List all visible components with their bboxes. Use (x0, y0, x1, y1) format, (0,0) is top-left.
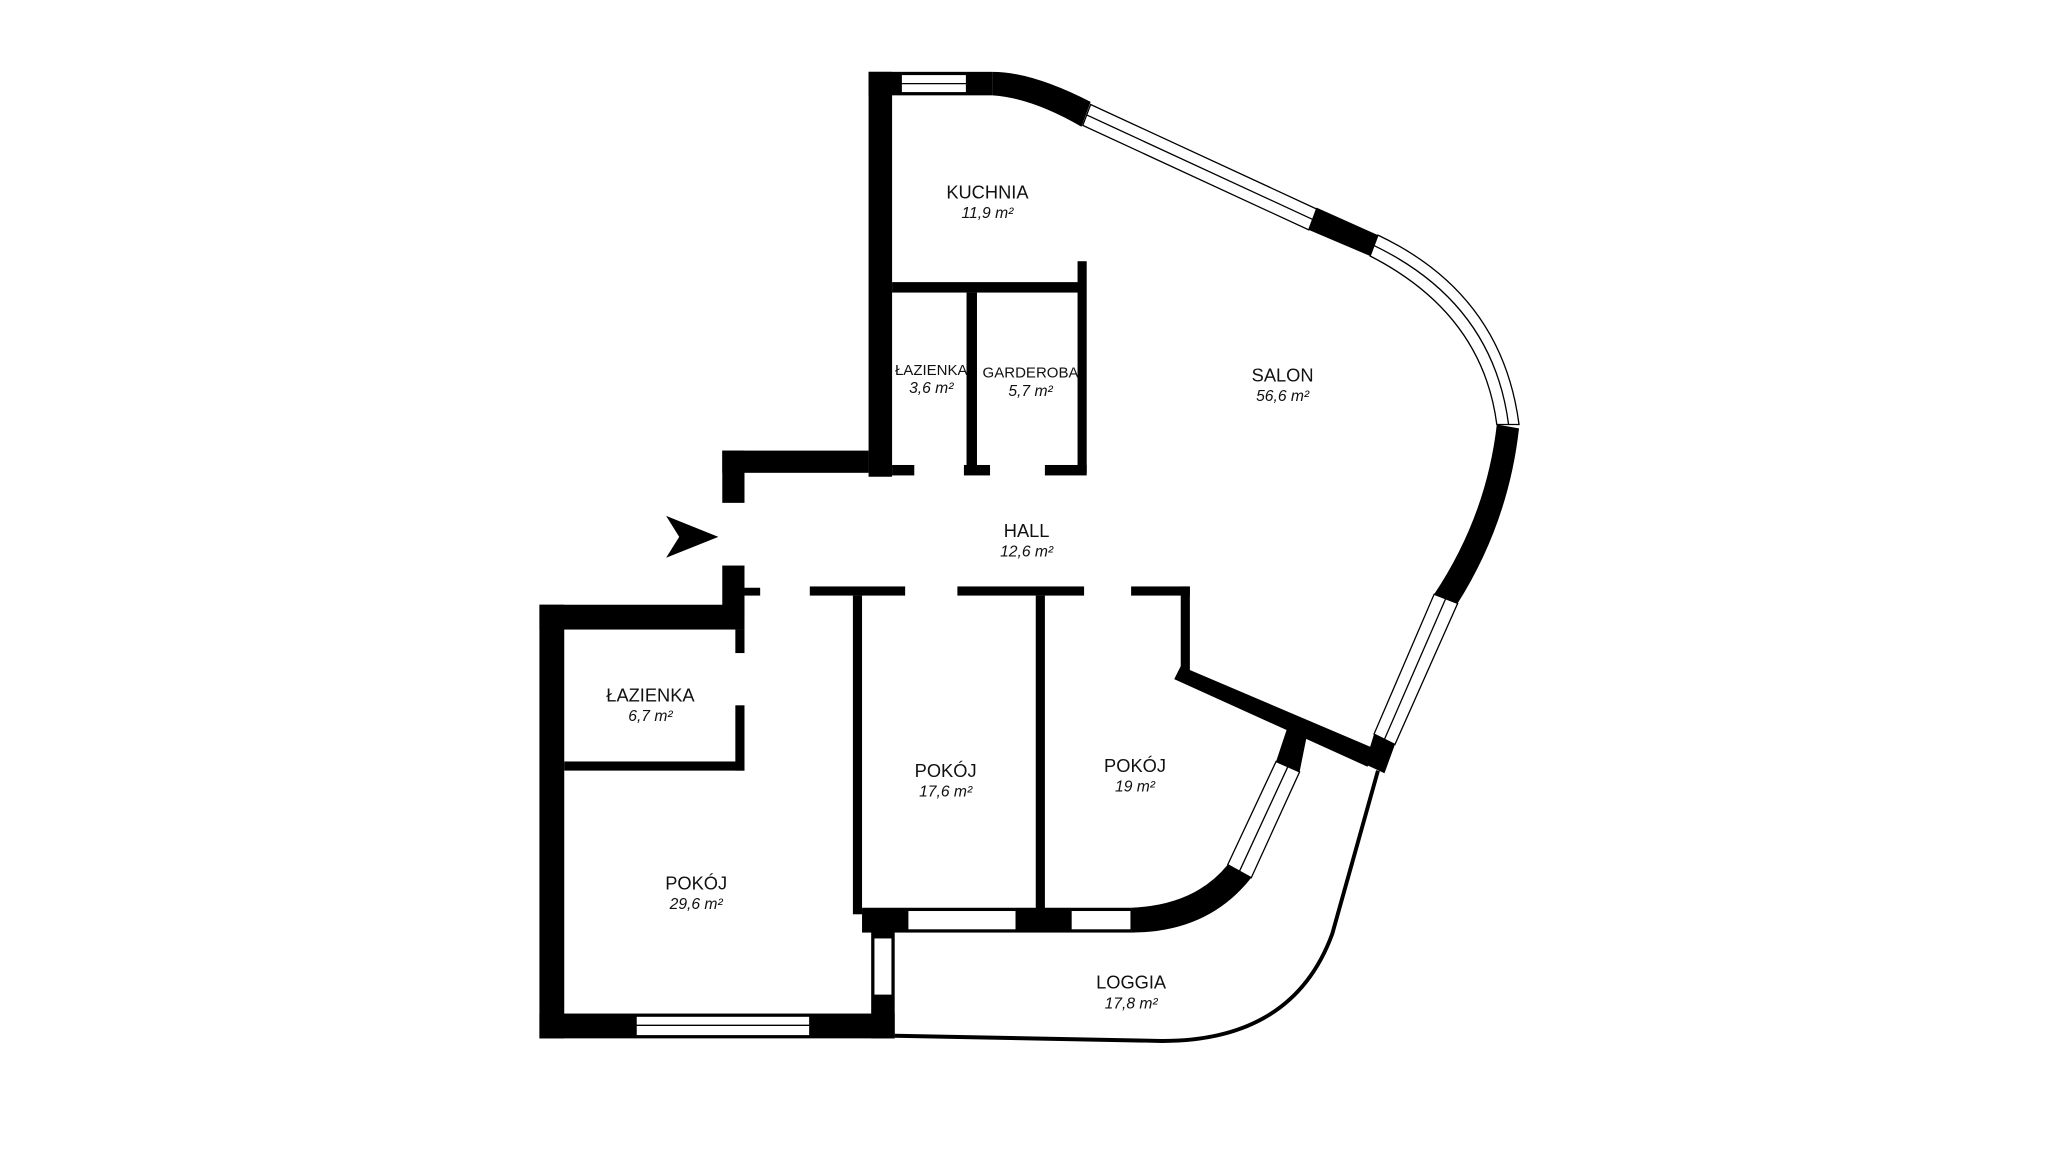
room-area: 19 m² (1115, 779, 1156, 796)
room-name: ŁAZIENKA (606, 684, 695, 705)
room-area: 17,8 m² (1105, 995, 1159, 1012)
room-name: GARDEROBA (983, 364, 1079, 381)
room-salon: SALON 56,6 m² (1252, 364, 1314, 405)
room-pokoj-2: POKÓJ 19 m² (1104, 755, 1166, 796)
room-garderoba: GARDEROBA 5,7 m² (983, 364, 1079, 399)
room-name: POKÓJ (665, 872, 727, 893)
window (873, 937, 893, 996)
room-kuchnia: KUCHNIA 11,9 m² (946, 182, 1029, 223)
room-name: POKÓJ (915, 760, 977, 781)
window (1373, 593, 1459, 746)
room-area: 5,7 m² (1008, 383, 1053, 400)
walls (539, 71, 1520, 1043)
room-area: 12,6 m² (1000, 543, 1054, 560)
room-name: LOGGIA (1096, 972, 1167, 993)
room-name: POKÓJ (1104, 755, 1166, 776)
room-lazienka: ŁAZIENKA 6,7 m² (606, 684, 695, 725)
window (907, 909, 1017, 931)
room-area: 56,6 m² (1256, 388, 1310, 405)
entrance-arrow-icon (666, 515, 719, 558)
room-area: 3,6 m² (909, 380, 954, 397)
room-loggia: LOGGIA 17,8 m² (1096, 972, 1167, 1013)
room-area: 29,6 m² (669, 896, 724, 913)
room-area: 6,7 m² (628, 708, 673, 725)
window (1369, 234, 1520, 426)
room-hall: HALL 12,6 m² (1000, 520, 1054, 561)
room-pokoj-3: POKÓJ 29,6 m² (665, 872, 727, 913)
window (635, 1015, 811, 1037)
room-lazienka-small: ŁAZIENKA 3,6 m² (895, 362, 968, 397)
room-name: ŁAZIENKA (895, 362, 968, 379)
room-name: KUCHNIA (946, 182, 1029, 203)
room-area: 11,9 m² (961, 205, 1014, 222)
room-area: 17,6 m² (919, 784, 973, 801)
window (1070, 909, 1132, 931)
room-name: SALON (1252, 364, 1314, 385)
room-name: HALL (1004, 520, 1050, 541)
room-pokoj-1: POKÓJ 17,6 m² (915, 760, 977, 801)
